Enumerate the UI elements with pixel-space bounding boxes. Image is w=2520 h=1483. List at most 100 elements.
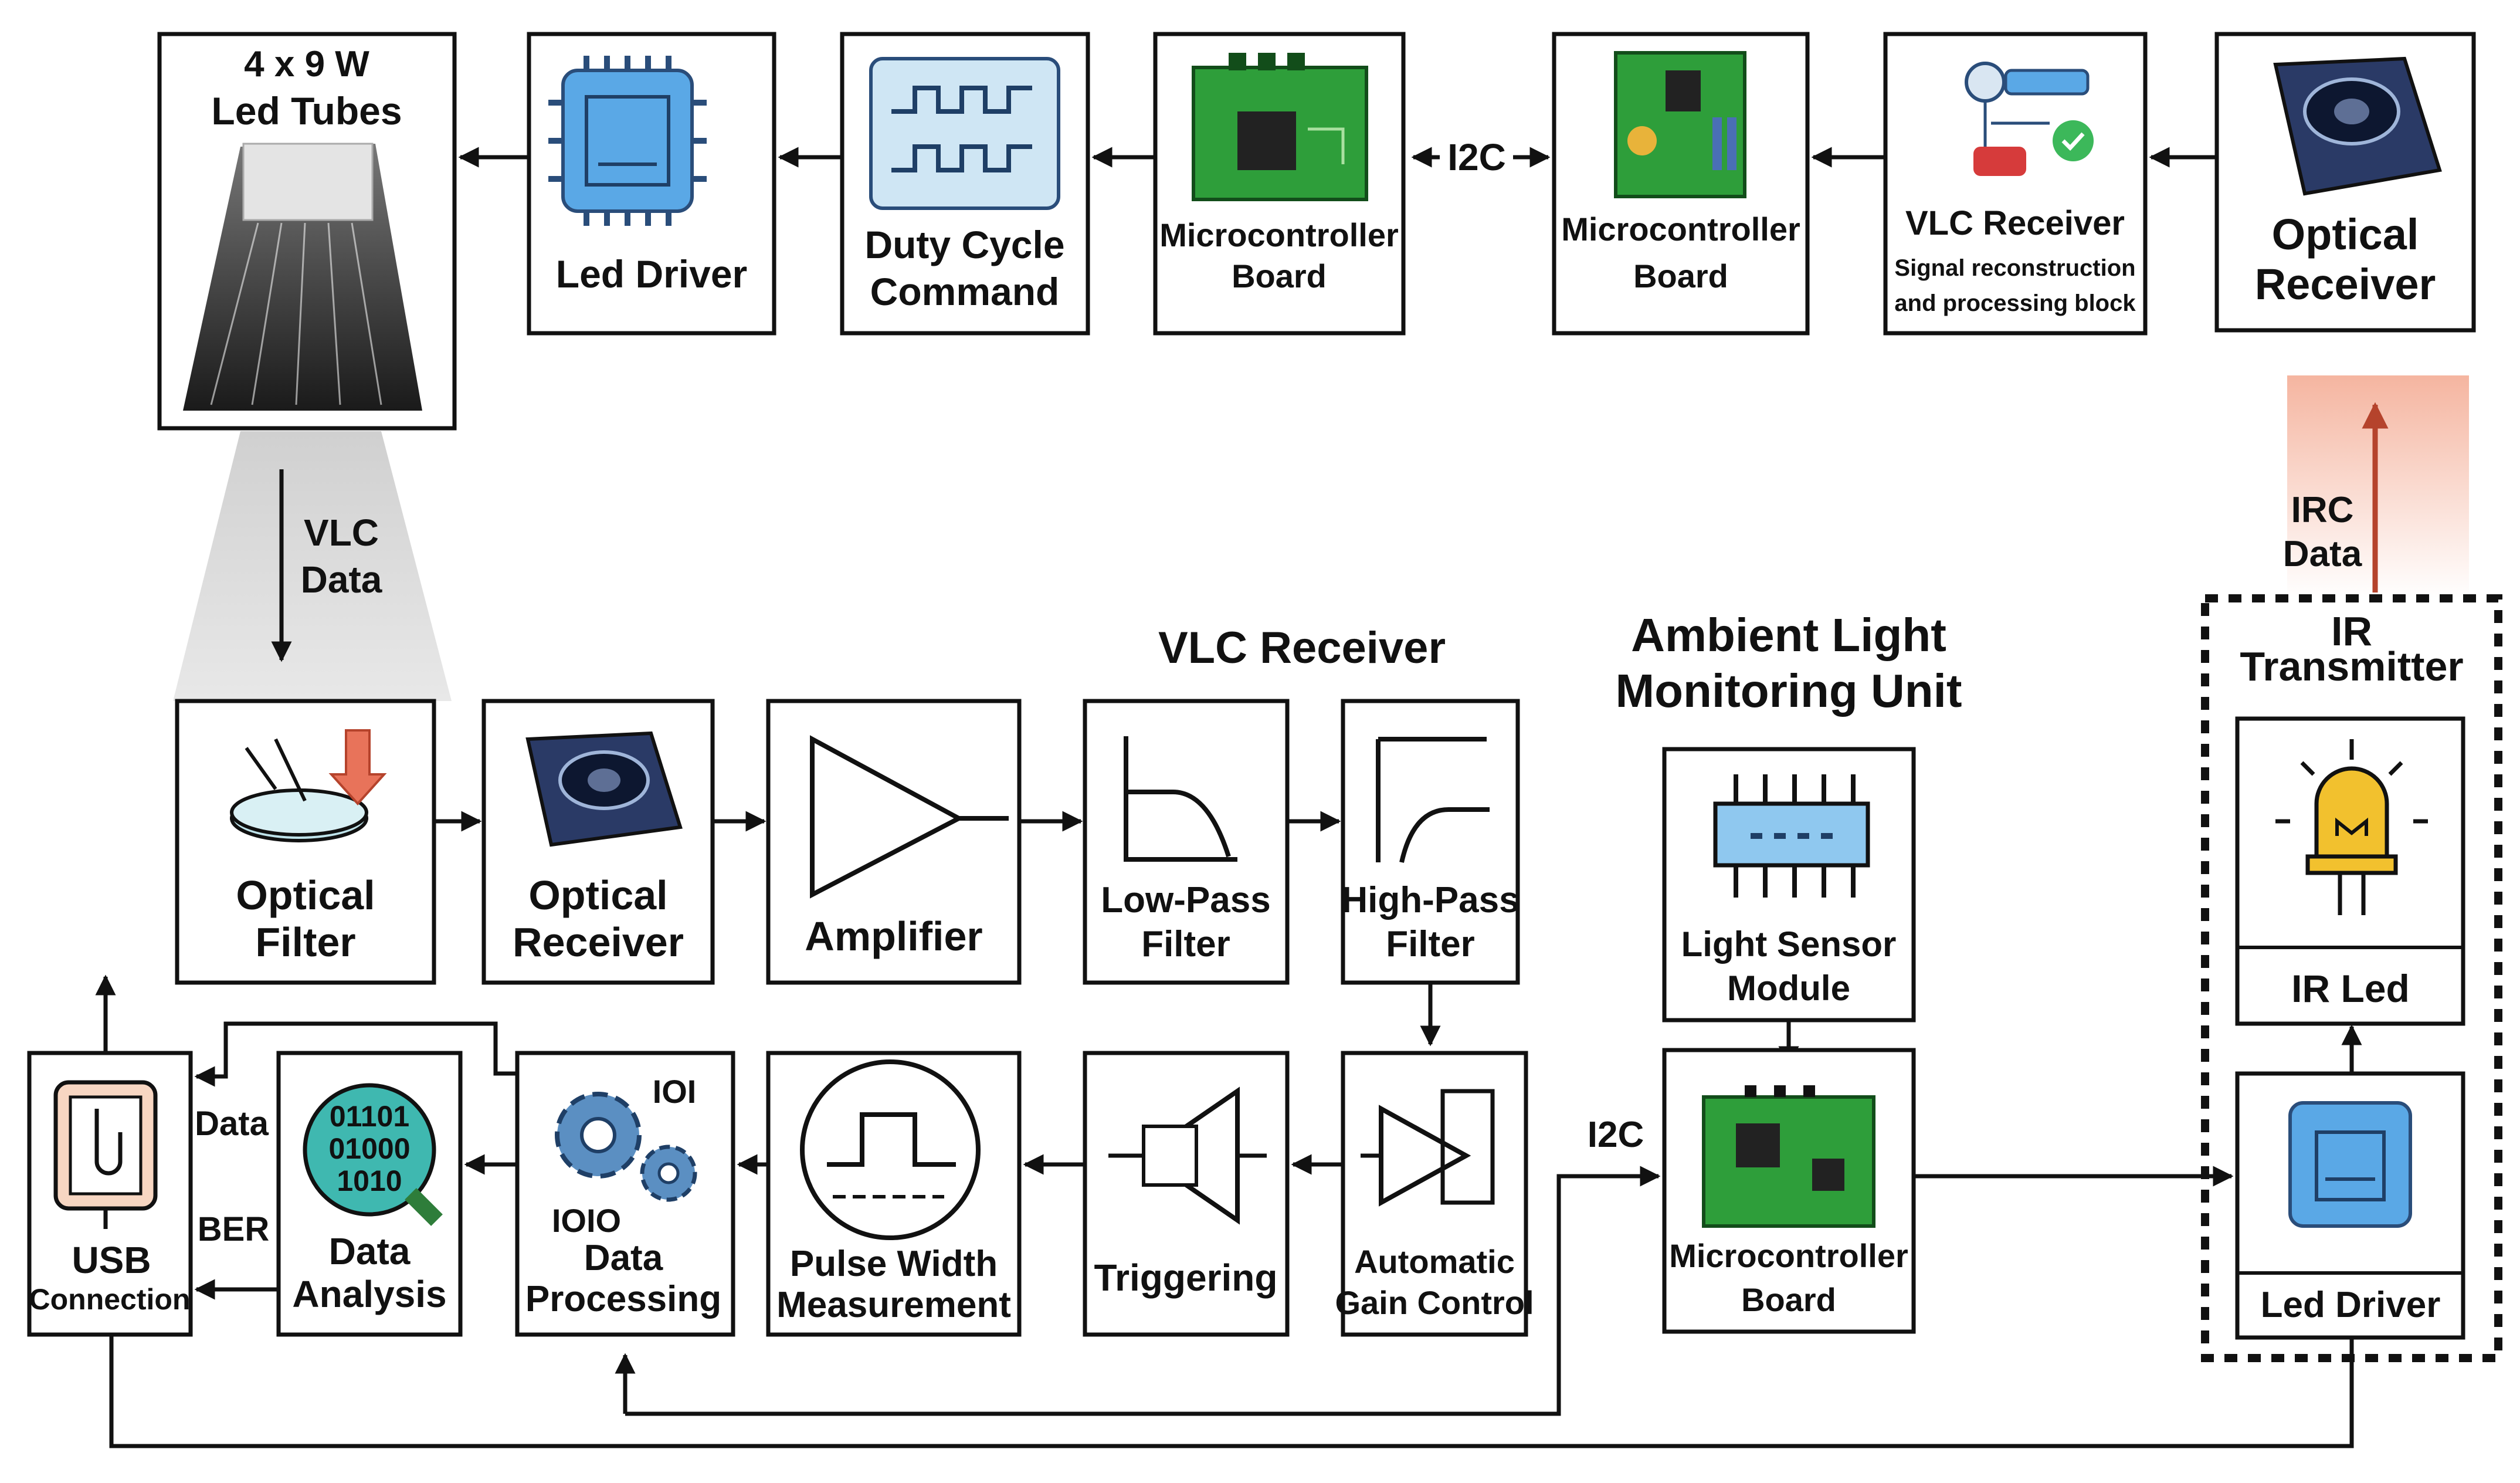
pulse-width-label-1: Pulse Width — [790, 1244, 998, 1284]
chip-icon — [2288, 1101, 2412, 1228]
mcu-right-label-2: Board — [1633, 258, 1728, 294]
data-analysis-label-2: Analysis — [292, 1273, 446, 1315]
low-pass-filter-block: Low-Pass Filter — [1083, 699, 1290, 985]
high-pass-filter-block: High-Pass Filter — [1341, 699, 1520, 985]
vlc-receiver-processing-block: VLC Receiver Signal reconstruction and p… — [1883, 32, 2148, 336]
agc-label-2: Gain Control — [1335, 1284, 1534, 1321]
led-tubes-power: 4 x 9 W — [244, 44, 369, 84]
pulse-width-block: Pulse Width Measurement — [766, 1051, 1022, 1337]
i2c-bottom-path — [625, 1166, 1661, 1416]
triggering-block: Triggering — [1083, 1051, 1290, 1337]
optical-receiver-top-label-2: Receiver — [2255, 260, 2436, 309]
optical-filter-label-2: Filter — [255, 919, 355, 965]
pcb-icon — [1702, 1085, 1875, 1228]
chip-icon — [548, 56, 707, 226]
optical-receiver-label-1: Optical — [528, 872, 667, 918]
high-pass-label-2: Filter — [1386, 924, 1475, 964]
magnifier-icon — [303, 1083, 443, 1226]
light-sensor-icon — [1713, 774, 1870, 898]
optical-receiver-top-label-1: Optical — [2272, 210, 2419, 259]
data-processing-label-2: Processing — [525, 1279, 721, 1319]
led-driver-label: Led Driver — [556, 252, 747, 296]
optical-filter-label-1: Optical — [236, 872, 375, 918]
mcu-left-block: Microcontroller Board — [1153, 32, 1406, 336]
light-sensor-block: Light Sensor Module — [1662, 747, 1916, 1022]
photodiode-icon — [525, 731, 683, 847]
irc-data-label-2: Data — [2283, 534, 2362, 574]
led-tubes-image — [183, 143, 422, 411]
waveform-icon — [869, 57, 1060, 210]
i2c-top-label: I2C — [1447, 136, 1506, 178]
usb-connection-block: USB Connection — [27, 1051, 193, 1337]
data-processing-block: IOI IOIO Data Processing — [515, 1051, 735, 1337]
mcu-left-label-1: Microcontroller — [1159, 216, 1399, 253]
amplifier-icon — [810, 735, 1009, 899]
i2c-bottom-label: I2C — [1588, 1115, 1644, 1155]
pulse-width-label-2: Measurement — [776, 1285, 1011, 1325]
trigger-icon — [1108, 1086, 1267, 1225]
ir-led-driver-label: Led Driver — [2261, 1285, 2441, 1325]
duty-cycle-block: Duty Cycle Command — [840, 32, 1090, 336]
low-pass-icon — [1124, 736, 1237, 862]
high-pass-label-1: High-Pass — [1341, 880, 1519, 920]
agc-icon — [1361, 1089, 1495, 1207]
data-label: Data — [195, 1105, 269, 1143]
duty-cycle-label-2: Command — [870, 270, 1060, 313]
ir-led-icon — [2275, 739, 2428, 915]
bottom-loop-line — [109, 1336, 2354, 1448]
ir-transmitter-title-2: Transmitter — [2240, 644, 2463, 689]
pcb-icon — [1192, 53, 1368, 201]
amplifier-block: Amplifier — [766, 699, 1022, 985]
data-analysis-bin-2: 01000 — [328, 1132, 410, 1165]
light-sensor-label-2: Module — [1727, 969, 1850, 1008]
optical-receiver-block: Optical Receiver — [481, 699, 715, 985]
data-analysis-bin-1: 01101 — [330, 1100, 409, 1133]
ir-led-driver-block: Led Driver — [2235, 1071, 2465, 1340]
agc-label-1: Automatic — [1354, 1243, 1515, 1280]
data-processing-code-2: IOIO — [552, 1202, 621, 1239]
vlc-data-label-2: Data — [301, 558, 382, 601]
optical-receiver-top-block: Optical Receiver — [2214, 32, 2476, 333]
led-tubes-block: 4 x 9 W Led Tubes — [157, 32, 457, 431]
signal-processing-icon — [1965, 62, 2094, 176]
arrow-processing-to-usb-data — [194, 1021, 516, 1087]
light-beam — [173, 431, 452, 701]
ambient-unit-title-1: Ambient Light — [1631, 609, 1946, 661]
data-processing-code-1: IOI — [653, 1073, 697, 1110]
irc-data-label-1: IRC — [2291, 490, 2354, 530]
usb-icon — [53, 1080, 158, 1229]
ambient-mcu-block: Microcontroller Board — [1662, 1048, 1916, 1334]
data-processing-label-1: Data — [584, 1238, 663, 1278]
usb-label-2: Connection — [29, 1283, 191, 1316]
amplifier-label: Amplifier — [805, 913, 982, 959]
led-driver-block: Led Driver — [527, 32, 776, 336]
vlc-receiver-processing-sub-2: and processing block — [1894, 290, 2136, 316]
led-tubes-label: Led Tubes — [211, 89, 402, 133]
ir-led-label: IR Led — [2291, 967, 2410, 1010]
vlc-data-label-1: VLC — [304, 512, 379, 554]
mcu-right-block: Microcontroller Board — [1552, 32, 1810, 336]
ber-label: BER — [198, 1210, 269, 1248]
optical-filter-block: Optical Filter — [175, 699, 436, 985]
vlc-receiver-processing-sub-1: Signal reconstruction — [1894, 255, 2135, 281]
ambient-mcu-label-2: Board — [1741, 1281, 1836, 1318]
gears-icon — [555, 1092, 697, 1202]
agc-block: Automatic Gain Control — [1335, 1051, 1534, 1337]
vlc-receiver-section-title: VLC Receiver — [1158, 623, 1446, 673]
ambient-mcu-label-1: Microcontroller — [1669, 1237, 1908, 1274]
mcu-left-label-2: Board — [1232, 258, 1327, 294]
low-pass-label-1: Low-Pass — [1101, 880, 1270, 920]
usb-label-1: USB — [72, 1239, 151, 1281]
data-analysis-bin-3: 1010 — [337, 1164, 402, 1197]
data-analysis-label-1: Data — [329, 1230, 411, 1272]
low-pass-label-2: Filter — [1141, 924, 1230, 964]
duty-cycle-label-1: Duty Cycle — [864, 223, 1064, 266]
triggering-label: Triggering — [1094, 1257, 1278, 1299]
ir-led-block: IR Led — [2235, 716, 2465, 1026]
photodiode-icon — [2273, 56, 2442, 196]
mcu-right-label-1: Microcontroller — [1561, 211, 1800, 248]
ir-transmitter-title-1: IR — [2331, 608, 2372, 654]
pulse-icon — [800, 1059, 981, 1240]
vlc-receiver-processing-title: VLC Receiver — [1905, 204, 2125, 242]
